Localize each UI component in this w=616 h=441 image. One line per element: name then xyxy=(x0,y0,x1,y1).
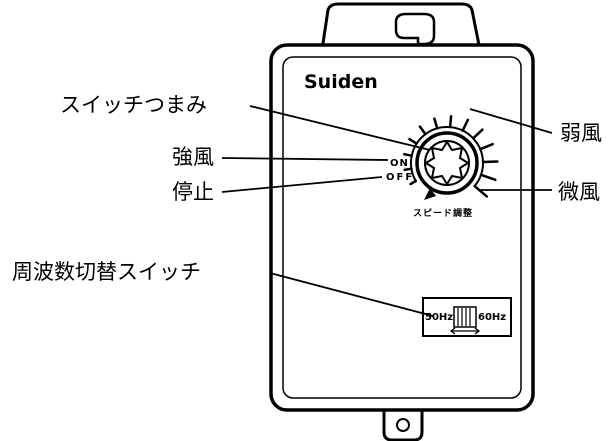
brand-logo: Suiden xyxy=(304,71,378,93)
leader-knob xyxy=(249,105,431,151)
dial-tick xyxy=(473,184,489,198)
leader-lines xyxy=(221,105,553,317)
dial-tick xyxy=(479,142,494,151)
slide-switch-body xyxy=(453,306,477,328)
speed-dial-scale xyxy=(402,114,499,198)
dial-tick xyxy=(408,137,418,145)
bottom-mounting-tab xyxy=(382,405,424,441)
speed-adjust-caption: スピード調整 xyxy=(413,207,473,219)
label-micro-wind: 微風 xyxy=(558,180,600,204)
knob-pointer xyxy=(424,188,436,200)
freq-50-label: 50Hz xyxy=(425,312,453,323)
label-weak-wind: 弱風 xyxy=(560,121,602,145)
dial-tick xyxy=(448,114,453,129)
switch-knob[interactable] xyxy=(415,131,479,200)
dial-tick xyxy=(402,152,413,157)
freq-60-label: 60Hz xyxy=(478,312,506,323)
dial-tick xyxy=(461,118,470,132)
dial-arc xyxy=(409,126,484,188)
dial-tick xyxy=(481,160,499,164)
off-mark: OFF xyxy=(386,172,414,183)
housing xyxy=(269,43,535,412)
frequency-switch[interactable]: 50Hz 60Hz xyxy=(422,297,512,337)
leader-freq xyxy=(269,272,434,317)
double-arrow-icon xyxy=(449,327,481,335)
label-switch-knob: スイッチつまみ xyxy=(60,93,207,117)
mounting-hole xyxy=(396,418,410,432)
leader-strong xyxy=(221,157,389,161)
label-stop: 停止 xyxy=(172,180,214,204)
on-mark: ON xyxy=(390,158,409,169)
top-mounting-bracket xyxy=(320,2,482,51)
dial-tick xyxy=(471,128,484,140)
knob-grip xyxy=(424,140,470,186)
dial-tick xyxy=(479,173,497,182)
label-strong-wind: 強風 xyxy=(172,145,214,169)
label-frequency-switch: 周波数切替スイッチ xyxy=(12,260,201,284)
slide-switch-grip xyxy=(457,308,471,326)
leader-stop xyxy=(221,176,383,193)
dial-tick xyxy=(409,179,418,186)
leader-weak xyxy=(469,108,553,134)
dial-tick xyxy=(433,117,439,130)
dial-tick xyxy=(418,125,427,136)
